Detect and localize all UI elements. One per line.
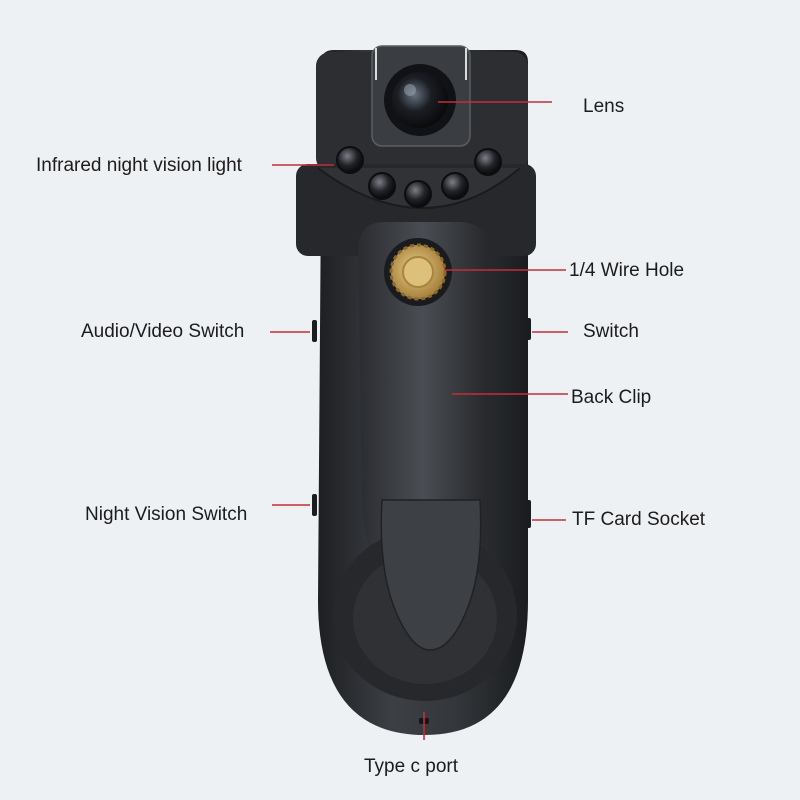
label-switch: Switch: [583, 321, 639, 342]
wire-hole-icon: [384, 238, 452, 306]
label-wire-hole: 1/4 Wire Hole: [569, 260, 685, 281]
ir-led-icon: [336, 146, 364, 174]
tf-card-slot: [526, 500, 531, 528]
ir-led-icon: [404, 180, 432, 208]
label-tf-card-socket: TF Card Socket: [572, 509, 706, 530]
audio-video-switch-button: [312, 320, 317, 342]
back-clip: [333, 222, 517, 701]
label-audio-video-switch: Audio/Video Switch: [81, 321, 245, 342]
ir-led-icon: [368, 172, 396, 200]
power-switch-button: [526, 318, 531, 340]
night-vision-switch-button: [312, 494, 317, 516]
ir-led-icon: [474, 148, 502, 176]
label-night-vision-switch: Night Vision Switch: [85, 504, 248, 525]
leader-lines: [270, 101, 568, 740]
lens-icon: [384, 64, 456, 136]
label-back-clip: Back Clip: [571, 387, 652, 408]
label-lens: Lens: [583, 96, 625, 117]
ir-led-icon: [441, 172, 469, 200]
infrared-leds: [336, 146, 502, 208]
label-type-c-port: Type c port: [364, 756, 458, 777]
label-infrared: Infrared night vision light: [36, 155, 242, 176]
